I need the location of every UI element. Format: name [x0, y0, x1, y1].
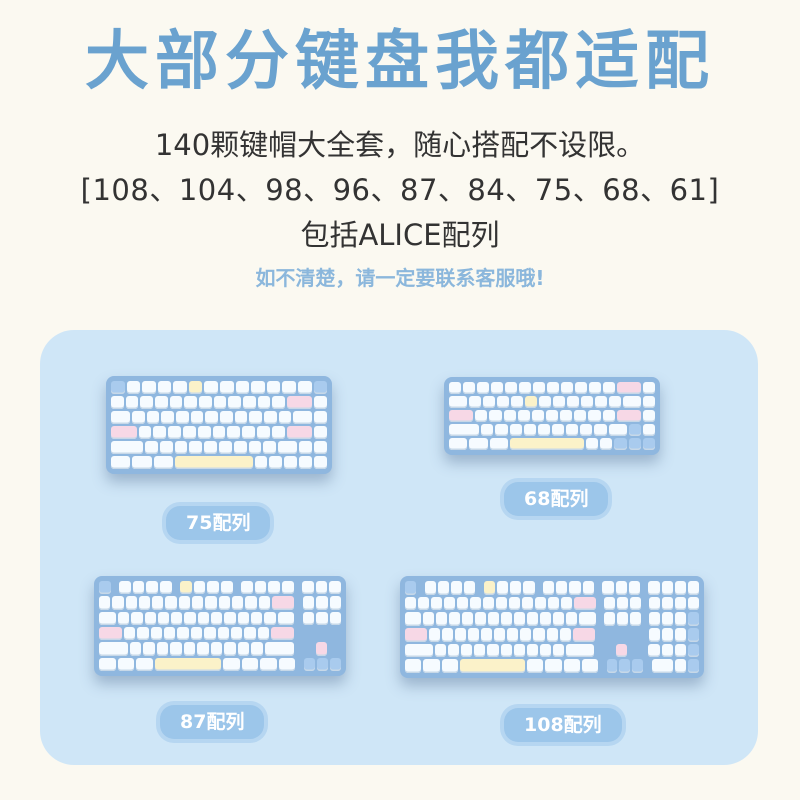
keyboard-75-image: [106, 376, 332, 474]
page-title: 大部分键盘我都适配: [85, 25, 715, 99]
layout-label-87: 87配列: [160, 705, 265, 739]
description-line-3: 包括ALICE配列: [300, 218, 500, 252]
layout-label-75: 75配列: [166, 506, 271, 540]
keyboard-108-image: [400, 576, 704, 678]
keyboard-68-image: [444, 377, 660, 455]
keyboard-panel: 75配列 68配列 87配列: [40, 330, 758, 765]
layout-label-108: 108配列: [504, 708, 622, 742]
description-line-1: 140颗键帽大全套，随心搭配不设限。: [154, 128, 646, 162]
keyboard-87-image: [94, 576, 346, 676]
contact-note: 如不清楚，请一定要联系客服哦!: [255, 266, 545, 290]
layout-label-68: 68配列: [504, 482, 609, 516]
description-line-2: [108、104、98、96、87、84、75、68、61]: [80, 173, 720, 207]
